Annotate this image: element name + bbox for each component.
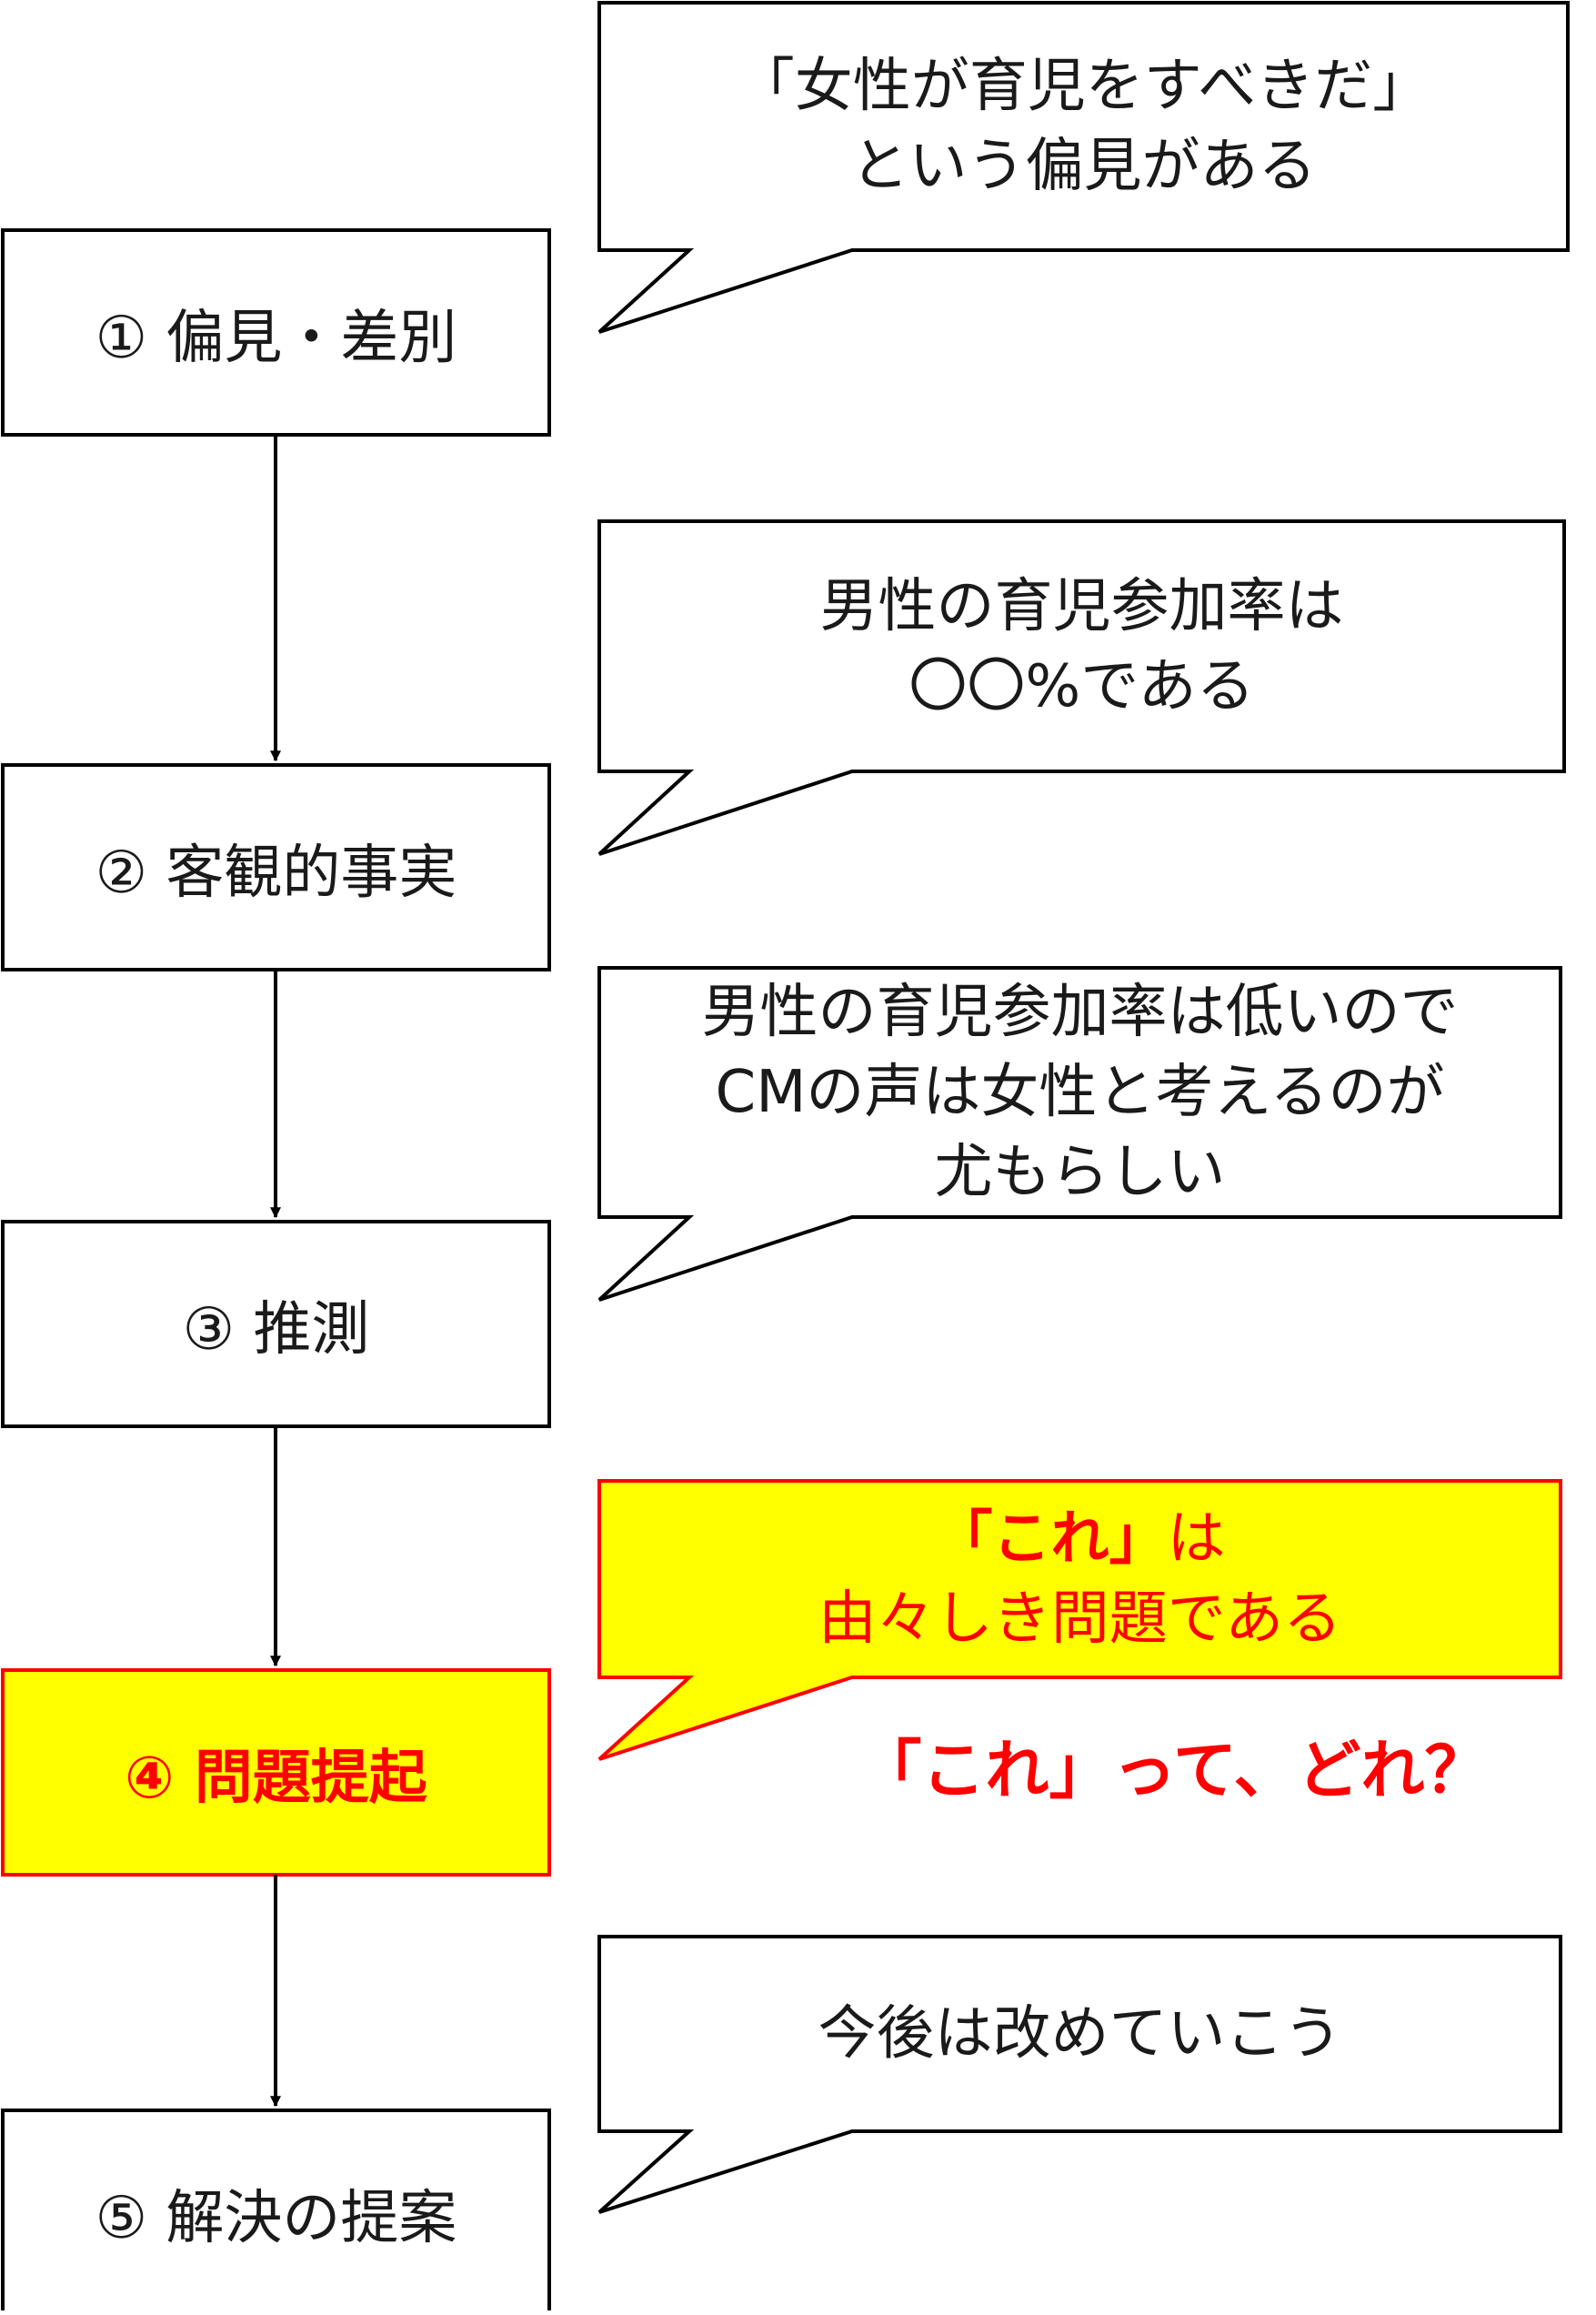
step-label-2: ② 客観的事実 <box>3 765 549 970</box>
callout-1-line-1: 「女性が育児をすべきだ」 <box>736 53 1431 120</box>
step-box-3 <box>1 1220 551 1428</box>
callout-text-1: 「女性が育児をすべきだ」 という偏見がある <box>603 6 1564 247</box>
question-note: 「これ」って、どれ？ <box>818 1710 1528 1819</box>
callout-2-line-2: 〇〇%である <box>908 652 1255 720</box>
step-4-text: ④ 問題提起 <box>125 1744 427 1812</box>
callout-3-line-2: CMの声は女性と考えるのが <box>715 1059 1445 1126</box>
callout-bubble-1 <box>597 1 1570 334</box>
callout-3-line-1: 男性の育児参加率は低いので <box>701 979 1459 1046</box>
callout-bubble-5 <box>597 1935 1562 2214</box>
callout-text-5: 今後は改めていこう <box>603 1940 1557 2128</box>
callout-bubble-4 <box>597 1479 1562 1761</box>
callout-5-line-1: 今後は改めていこう <box>818 2000 1342 2068</box>
callout-3-line-3: 尤もらしい <box>934 1139 1226 1206</box>
step-3-text: ③ 推測 <box>182 1295 370 1364</box>
callout-2-line-1: 男性の育児参加率は <box>819 572 1344 640</box>
callout-text-3: 男性の育児参加率は低いので CMの声は女性と考えるのが 尤もらしい <box>603 971 1557 1213</box>
step-label-3: ③ 推測 <box>3 1222 549 1426</box>
callout-bubble-3 <box>597 966 1562 1302</box>
step-1-text: ① 偏見・差別 <box>95 304 457 372</box>
step-label-1: ① 偏見・差別 <box>3 230 549 435</box>
step-5-text: ⑤ 解決の提案 <box>95 2184 457 2252</box>
callout-4-bold: 「これ」 <box>934 1505 1168 1573</box>
question-note-text: 「これ」って、どれ？ <box>858 1732 1489 1807</box>
step-2-text: ② 客観的事実 <box>95 839 457 907</box>
callout-bubble-2 <box>597 519 1566 856</box>
callout-4-line-2: 由々しき問題である <box>818 1585 1342 1653</box>
callout-4-rest: は <box>1167 1505 1226 1573</box>
step-label-5: ⑤ 解決の提案 <box>3 2110 549 2315</box>
callout-text-2: 男性の育児参加率は 〇〇%である <box>603 525 1561 768</box>
callout-4-line-1: 「これ」は <box>935 1499 1226 1579</box>
step-label-4: ④ 問題提起 <box>3 1670 549 1875</box>
callout-text-4: 「これ」は 由々しき問題である <box>603 1485 1557 1674</box>
step-box-5 <box>1 2109 551 2310</box>
step-box-1 <box>1 228 551 437</box>
step-box-2 <box>1 763 551 971</box>
step-box-4 <box>1 1668 551 1877</box>
callout-1-line-2: という偏見がある <box>850 133 1317 200</box>
